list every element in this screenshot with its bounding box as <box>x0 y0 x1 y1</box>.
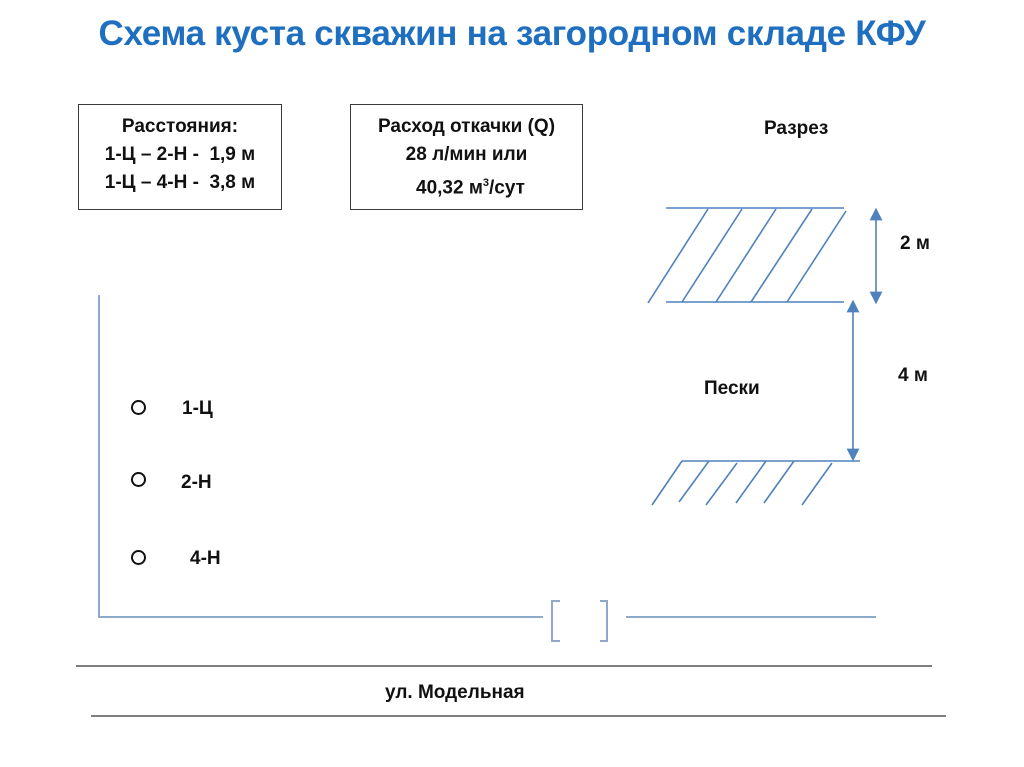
street-edges <box>76 665 946 717</box>
page-title: Схема куста скважин на загородном складе… <box>98 14 926 53</box>
flow-unit: /сут <box>489 177 525 199</box>
bottom-layer-hatch <box>651 460 860 506</box>
flow-heading: Расход откачки (Q) <box>377 116 556 137</box>
site-boundary <box>98 295 876 642</box>
distance-row: 1-Ц – 2-Н - 1,9 м <box>104 144 256 165</box>
well-label: 2-Н <box>181 472 212 493</box>
top-layer-thickness: 2 м <box>900 233 930 254</box>
flow-line-2: 40,32 м3/сут <box>351 169 582 202</box>
flow-value: 40,32 м <box>416 177 483 199</box>
sand-thickness: 4 м <box>898 365 928 386</box>
sand-label: Пески <box>704 378 760 399</box>
well-label: 4-Н <box>190 548 221 569</box>
section-heading: Разрез <box>764 118 829 139</box>
well-marker-icon[interactable] <box>131 550 146 565</box>
distance-row: 1-Ц – 4-Н - 3,8 м <box>104 172 256 193</box>
flow-rate-box: Расход откачки (Q) 28 л/мин или 40,32 м3… <box>350 104 583 210</box>
top-layer-hatch <box>647 207 847 304</box>
well-marker-icon[interactable] <box>131 400 146 415</box>
distances-heading: Расстояния: <box>121 116 239 137</box>
flow-superscript: 3 <box>482 177 490 189</box>
flow-line-1: 28 л/мин или <box>405 144 528 165</box>
distances-box: Расстояния: 1-Ц – 2-Н - 1,9 м 1-Ц – 4-Н … <box>78 104 282 210</box>
well-marker-icon[interactable] <box>131 472 146 487</box>
street-label: ул. Модельная <box>385 682 525 703</box>
well-label: 1-Ц <box>182 398 213 419</box>
